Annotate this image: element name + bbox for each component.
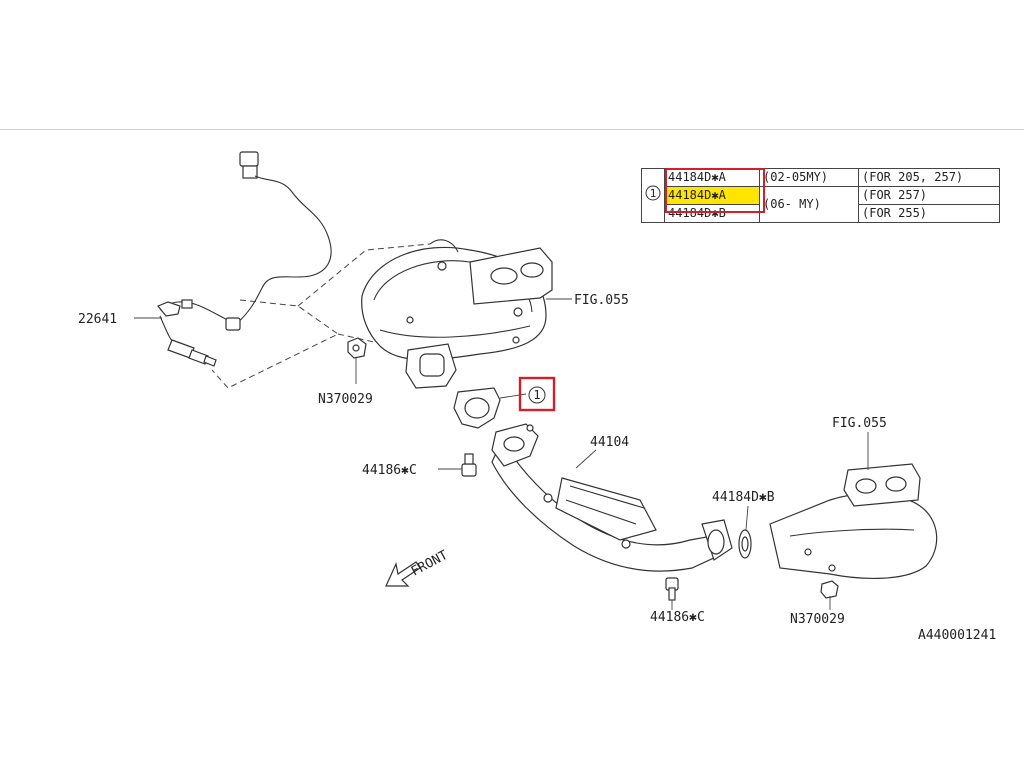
- label-nut-left: N370029: [318, 392, 373, 407]
- front-arrow: [385, 561, 421, 587]
- model-year-cell: (06- MY): [759, 186, 859, 223]
- bolt-bottom[interactable]: [665, 577, 679, 601]
- label-fig-top: FIG.055: [574, 293, 629, 308]
- leader-lines: [134, 298, 869, 610]
- table-ref-cell: 1: [641, 168, 665, 223]
- front-pipe[interactable]: [491, 423, 733, 572]
- reference-callout[interactable]: 1: [518, 376, 556, 412]
- nut-bottom[interactable]: [820, 580, 839, 599]
- dashed-guide: [211, 243, 431, 389]
- ref-circle-label: 1: [533, 388, 540, 402]
- upper-converter[interactable]: [361, 239, 553, 389]
- label-pipe: 44104: [590, 435, 629, 450]
- ref-circle-icon: 1: [645, 185, 661, 201]
- applicability-cell: (FOR 205, 257): [858, 168, 1000, 187]
- gasket-right[interactable]: [738, 529, 752, 559]
- model-year-cell: (02-05MY): [759, 168, 859, 187]
- oxygen-sensor[interactable]: [157, 151, 332, 367]
- label-bolt-bottom: 44186✱C: [650, 610, 705, 625]
- part-number-cell[interactable]: 44184D✱B: [664, 204, 760, 223]
- applicability-cell: (FOR 255): [858, 204, 1000, 223]
- part-table: 1 44184D✱A (02-05MY) (FOR 205, 257) 4418…: [641, 168, 1000, 223]
- applicability-cell: (FOR 257): [858, 186, 1000, 205]
- label-fig-right: FIG.055: [832, 416, 887, 431]
- right-manifold[interactable]: [769, 463, 938, 579]
- label-diagram-id: A440001241: [918, 628, 996, 643]
- table-row[interactable]: 44184D✱B (FOR 255): [642, 204, 1000, 223]
- label-front: FRONT: [409, 548, 451, 580]
- table-ref-label: 1: [650, 187, 657, 200]
- label-bolt-left: 44186✱C: [362, 463, 417, 478]
- label-nut-bottom: N370029: [790, 612, 845, 627]
- bolt-left[interactable]: [461, 453, 477, 477]
- nut-left[interactable]: [347, 337, 367, 359]
- header-divider: [0, 129, 1024, 130]
- gasket-upper[interactable]: [453, 387, 501, 429]
- label-sensor: 22641: [78, 312, 117, 327]
- label-gasket-right: 44184D✱B: [712, 490, 775, 505]
- ref-circle-highlight: [518, 376, 556, 412]
- part-number-highlight: [665, 168, 765, 213]
